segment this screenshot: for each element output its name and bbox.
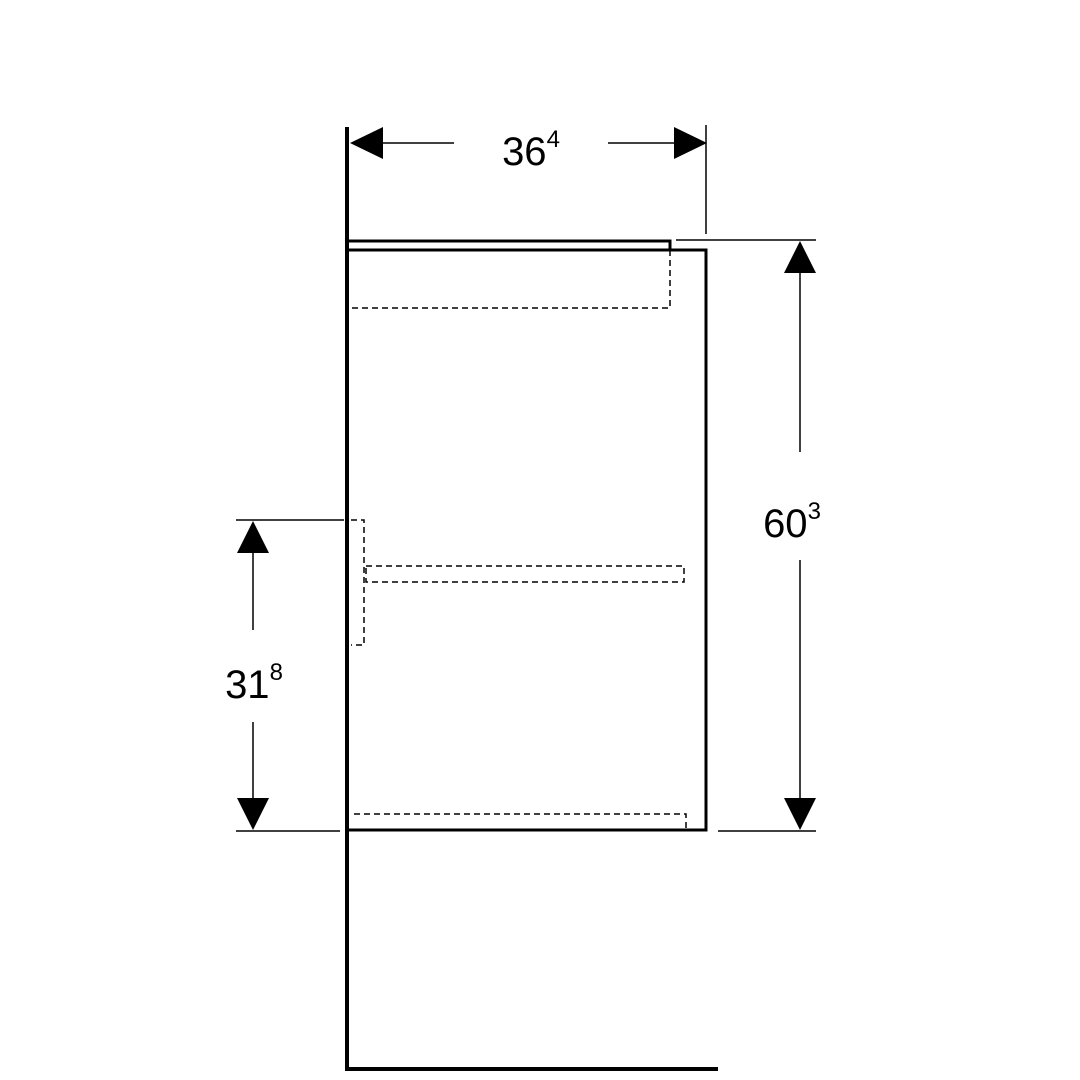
cabinet-top-plate — [349, 239, 672, 250]
arrowhead-up — [237, 521, 269, 553]
hidden-bottom-plate — [354, 813, 687, 830]
hidden-top-recess — [352, 250, 671, 309]
extension-lines — [236, 125, 816, 832]
height-dimension-label: 603 — [763, 498, 821, 546]
arrowhead-left — [350, 127, 383, 159]
dimension-width: 364 — [350, 126, 707, 174]
hidden-lines — [351, 250, 687, 830]
dimension-height: 603 — [763, 241, 821, 830]
wall-and-floor — [345, 127, 718, 1071]
arrowhead-down — [237, 798, 269, 830]
cabinet-body — [349, 239, 708, 832]
arrowhead-right — [674, 127, 707, 159]
dimension-mount-height: 318 — [225, 521, 283, 830]
cabinet-outline — [349, 248, 708, 832]
arrowhead-up — [784, 241, 816, 273]
arrowhead-down — [784, 798, 816, 830]
width-dimension-label: 364 — [502, 126, 560, 174]
hidden-shelf — [365, 565, 685, 583]
hidden-mount-bracket — [351, 519, 365, 646]
mount-height-dimension-label: 318 — [225, 659, 283, 707]
